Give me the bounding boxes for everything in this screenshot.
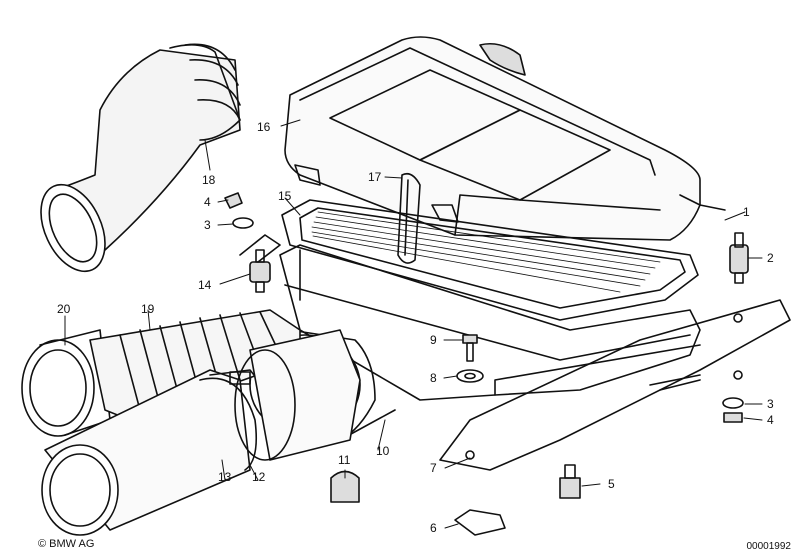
part-1-lower-housing <box>279 194 726 401</box>
callout-16: 16 <box>257 120 271 134</box>
callout-7: 7 <box>430 461 437 475</box>
callout-11: 11 <box>338 453 351 467</box>
part-2-rubber-mount <box>729 232 749 284</box>
callout-20: 20 <box>57 302 71 316</box>
callout-9: 9 <box>430 333 437 347</box>
callout-19: 19 <box>141 302 155 316</box>
part-15-filter-element <box>281 199 699 321</box>
part-3-washer-right <box>722 397 744 409</box>
part-3-washer-left <box>232 217 254 229</box>
part-8-washer <box>456 369 484 383</box>
callout-12: 12 <box>252 470 266 484</box>
callout-3-right: 3 <box>767 397 774 411</box>
leader-lines <box>64 119 763 529</box>
callout-4-right: 4 <box>767 413 774 427</box>
part-6-clip <box>454 509 506 536</box>
callout-3-left: 3 <box>204 218 211 232</box>
part-16-upper-housing <box>284 36 701 241</box>
callout-2: 2 <box>767 251 774 265</box>
callout-10: 10 <box>376 444 390 458</box>
part-11-cap <box>330 470 360 503</box>
callout-18: 18 <box>202 173 216 187</box>
callout-17: 17 <box>368 170 382 184</box>
part-4-nut-right <box>723 412 743 423</box>
copyright-notice: © BMW AG <box>38 538 95 550</box>
callout-8: 8 <box>430 371 437 385</box>
part-4-nut-left <box>224 192 243 209</box>
callout-6: 6 <box>430 521 437 535</box>
callout-labels: 1 2 3 3 4 4 5 6 7 8 9 10 11 12 13 14 15 … <box>57 120 774 535</box>
callout-5: 5 <box>608 477 615 491</box>
part-10-connector-tube <box>234 329 361 461</box>
part-7-bracket-plate <box>439 299 791 471</box>
callout-13: 13 <box>218 470 232 484</box>
callout-1: 1 <box>743 205 750 219</box>
callout-14: 14 <box>198 278 212 292</box>
part-14-rubber-mount <box>239 234 281 293</box>
callout-4-left: 4 <box>204 195 211 209</box>
part-9-bolt <box>462 334 478 362</box>
part-17-clip <box>397 172 421 264</box>
diagram-number: 00001992 <box>746 541 792 552</box>
part-18-intake-boot <box>40 43 241 273</box>
callout-15: 15 <box>278 189 292 203</box>
part-5-grommet <box>559 464 581 499</box>
part-13-intake-tube <box>41 369 251 536</box>
